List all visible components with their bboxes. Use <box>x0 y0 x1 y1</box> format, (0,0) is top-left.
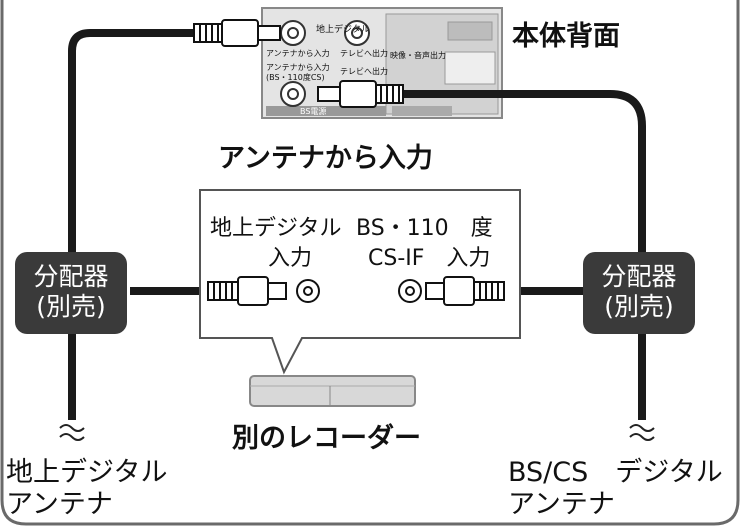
cables <box>68 29 646 420</box>
antenna-left-label-2: アンテナ <box>6 489 113 520</box>
panel-label-tv-out-1: テレビへ出力 <box>340 49 388 58</box>
recorder-bubble <box>199 189 521 375</box>
panel-label-terrestrial: 地上デジタル <box>316 25 370 35</box>
cable-top-left <box>68 29 195 252</box>
panel-label-ext: 映像・音声出力 <box>390 51 446 60</box>
antenna-right-label-2: アンテナ <box>508 489 615 520</box>
splitter-left-line2: (別売) <box>36 292 106 321</box>
recorder-bs-label-1: BS・110 度 <box>356 216 493 241</box>
antenna-input-caption: アンテナから入力 <box>218 143 433 174</box>
wave-right-2 <box>629 433 655 441</box>
wave-right-1 <box>629 424 655 432</box>
splitter-left-line1: 分配器 <box>33 262 109 291</box>
panel-label-bs-feed: BS電源 <box>300 107 327 116</box>
splitter-right-line1: 分配器 <box>601 262 677 291</box>
wave-left-2 <box>59 433 85 441</box>
recorder-device <box>249 375 416 407</box>
recorder-terrestrial-label-1: 地上デジタル <box>210 216 342 241</box>
splitter-right: 分配器 (別売) <box>583 252 695 334</box>
recorder-terrestrial-label-2: 入力 <box>268 246 313 271</box>
panel-label-bs-sub: (BS・110度CS) <box>266 73 325 82</box>
panel-label-antenna-in-1: アンテナから入力 <box>266 49 330 58</box>
splitter-left: 分配器 (別売) <box>15 252 127 334</box>
plug-top-right <box>317 80 404 108</box>
antenna-left-label-1: 地上デジタル <box>6 457 168 488</box>
plug-recorder-right <box>398 276 505 306</box>
wave-left-1 <box>59 424 85 432</box>
splitter-right-line2: (別売) <box>604 292 674 321</box>
plug-top-left <box>193 19 281 47</box>
cable-top-right <box>395 90 646 252</box>
recorder-device-caption: 別のレコーダー <box>232 423 421 454</box>
back-panel-graphic <box>261 7 503 119</box>
plug-recorder-left <box>207 276 320 306</box>
recorder-bs-label-2: CS-IF 入力 <box>368 246 491 271</box>
back-panel-title: 本体背面 <box>512 21 620 52</box>
antenna-right-label-1: BS/CS デジタル <box>508 457 723 488</box>
antenna-waves <box>59 424 655 441</box>
panel-label-tv-out-2: テレビへ出力 <box>340 67 388 76</box>
panel-label-antenna-in-2: アンテナから入力 <box>266 63 330 72</box>
